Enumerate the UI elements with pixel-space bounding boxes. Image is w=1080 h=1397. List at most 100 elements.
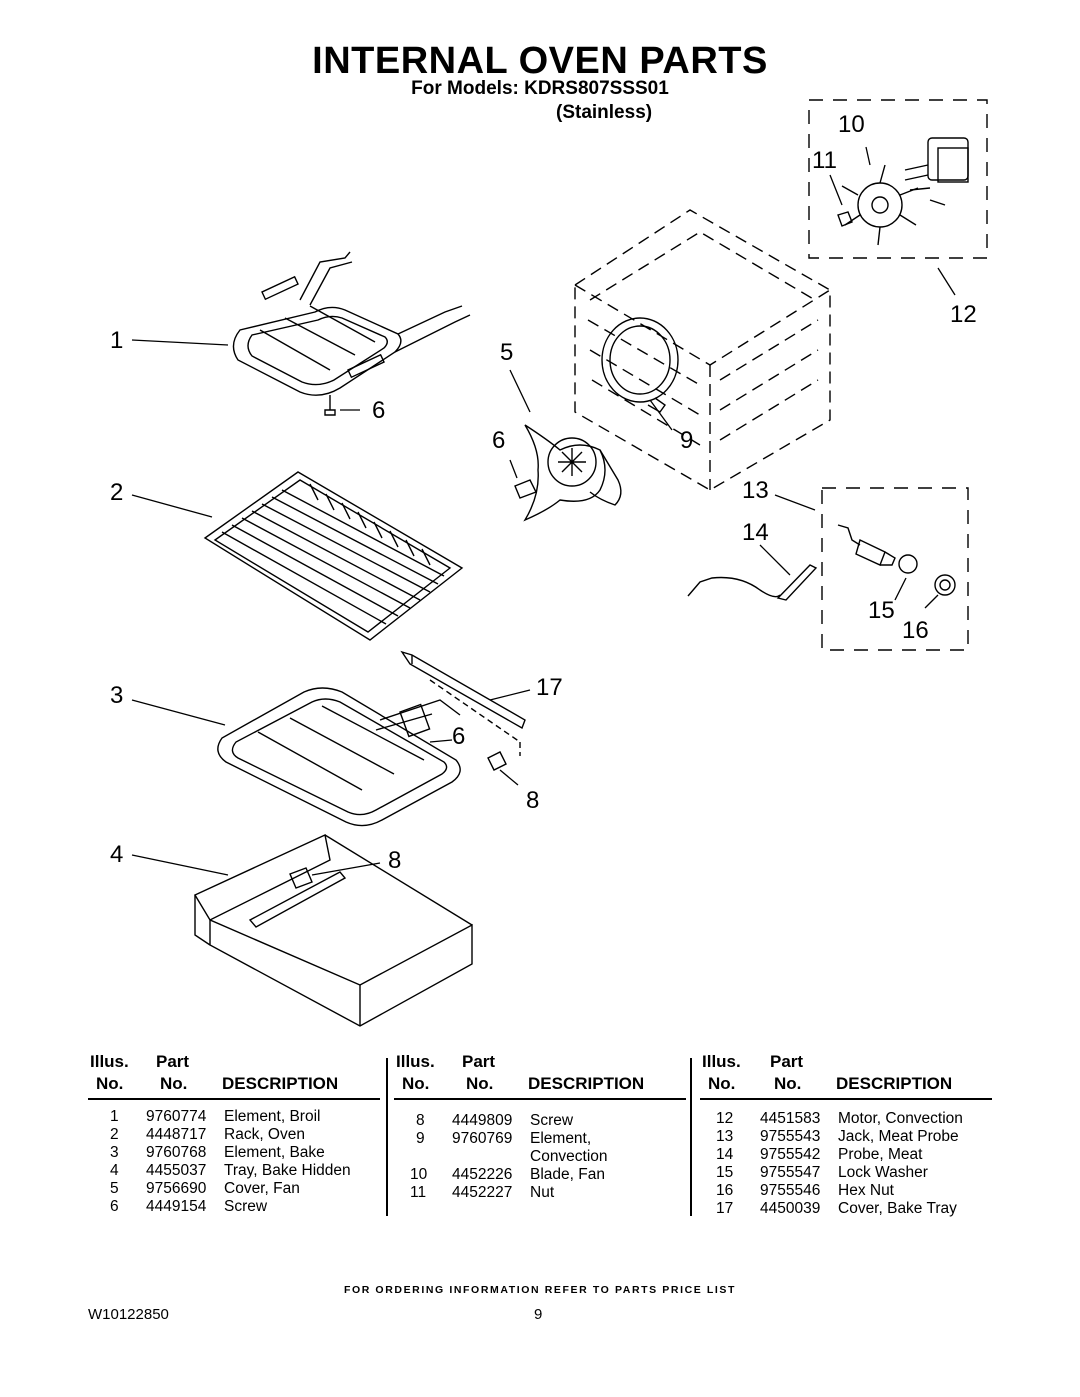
page-number: 9 [534, 1306, 543, 1323]
row-desc: Screw [224, 1198, 268, 1215]
fan-cover-drawing [523, 424, 622, 522]
header-rule [88, 1098, 380, 1100]
row-illus: 3 [110, 1144, 119, 1161]
header-no: No. [96, 1074, 124, 1093]
row-part: 9760769 [452, 1130, 513, 1147]
callout-15: 15 [868, 597, 895, 624]
oven-cavity-drawing [574, 209, 831, 491]
header-part: Part [770, 1052, 804, 1071]
header-description: DESCRIPTION [528, 1074, 645, 1093]
row-illus: 14 [716, 1146, 734, 1163]
row-part: 9756690 [146, 1180, 207, 1197]
row-desc: Tray, Bake Hidden [224, 1162, 351, 1179]
row-part: 9760768 [146, 1144, 207, 1161]
row-illus: 13 [716, 1128, 734, 1145]
header-description: DESCRIPTION [836, 1074, 953, 1093]
row-illus: 4 [110, 1162, 119, 1179]
header-part-no: No. [160, 1074, 188, 1093]
meat-probe-box [821, 487, 969, 651]
hidden-bake-tray-drawing [193, 833, 473, 1027]
row-desc: Element, [530, 1130, 592, 1147]
row-desc: Element, Broil [224, 1108, 321, 1125]
row-illus: 11 [410, 1184, 427, 1201]
row-illus: 17 [716, 1200, 734, 1217]
row-desc: Screw [530, 1112, 574, 1129]
callout-8b: 8 [388, 847, 401, 874]
row-illus: 12 [716, 1110, 734, 1127]
row-part: 9755542 [760, 1146, 821, 1163]
variant-label: (Stainless) [556, 102, 653, 123]
header-part-no: No. [774, 1074, 802, 1093]
header-part: Part [462, 1052, 496, 1071]
row-illus: 6 [110, 1198, 119, 1215]
header-part-no: No. [466, 1074, 494, 1093]
row-desc: Convection [530, 1148, 608, 1165]
models-line: For Models: KDRS807SSS01 [411, 78, 669, 99]
row-part: 9755543 [760, 1128, 821, 1145]
broil-element-drawing [232, 251, 471, 416]
row-part: 4455037 [146, 1162, 207, 1179]
callout-5: 5 [500, 339, 513, 366]
row-desc: Lock Washer [838, 1164, 928, 1181]
leader-lines [131, 146, 956, 876]
row-part: 4452227 [452, 1184, 513, 1201]
ordering-note: FOR ORDERING INFORMATION REFER TO PARTS … [343, 1284, 737, 1296]
bake-element-drawing [217, 687, 461, 827]
callout-8a: 8 [526, 787, 539, 814]
row-desc: Cover, Fan [224, 1180, 300, 1197]
header-part: Part [156, 1052, 190, 1071]
header-rule [394, 1098, 686, 1100]
row-desc: Cover, Bake Tray [838, 1200, 957, 1217]
row-desc: Nut [530, 1184, 555, 1201]
row-illus: 2 [110, 1126, 119, 1143]
column-divider [690, 1058, 692, 1216]
parts-diagram: 1 2 3 4 5 6 6 6 8 8 9 10 11 12 13 14 15 … [110, 99, 988, 1027]
row-desc: Motor, Convection [838, 1110, 963, 1127]
callout-14: 14 [742, 519, 769, 546]
row-desc: Element, Bake [224, 1144, 325, 1161]
row-illus: 9 [416, 1130, 425, 1147]
row-part: 4449809 [452, 1112, 513, 1129]
row-part: 9760774 [146, 1108, 207, 1125]
callout-17: 17 [536, 674, 563, 701]
convection-motor-box [808, 99, 988, 259]
row-desc: Jack, Meat Probe [838, 1128, 959, 1145]
row-desc: Blade, Fan [530, 1166, 605, 1183]
row-part: 9755547 [760, 1164, 821, 1181]
row-illus: 5 [110, 1180, 119, 1197]
header-no: No. [402, 1074, 430, 1093]
callout-6c: 6 [452, 723, 465, 750]
header-illus: Illus. [396, 1052, 435, 1071]
callout-1: 1 [110, 327, 123, 354]
callout-11: 11 [812, 147, 837, 174]
row-part: 4448717 [146, 1126, 207, 1143]
header-illus: Illus. [702, 1052, 741, 1071]
row-part: 4452226 [452, 1166, 513, 1183]
callout-2: 2 [110, 479, 123, 506]
row-illus: 10 [410, 1166, 428, 1183]
bake-tray-cover-drawing [400, 650, 526, 756]
row-part: 4451583 [760, 1110, 821, 1127]
meat-probe-drawing [687, 564, 818, 601]
convection-element-drawing [601, 317, 679, 413]
row-part: 9755546 [760, 1182, 821, 1199]
row-illus: 15 [716, 1164, 734, 1181]
callout-16: 16 [902, 617, 929, 644]
row-desc: Hex Nut [838, 1182, 894, 1199]
callout-6a: 6 [372, 397, 385, 424]
oven-rack-drawing [203, 471, 464, 641]
callout-9: 9 [680, 427, 693, 454]
callout-10: 10 [838, 111, 865, 138]
row-part: 4449154 [146, 1198, 207, 1215]
header-rule [700, 1098, 992, 1100]
row-desc: Probe, Meat [838, 1146, 923, 1163]
document-number: W10122850 [88, 1306, 169, 1323]
row-illus: 8 [416, 1112, 425, 1129]
callout-3: 3 [110, 682, 123, 709]
header-no: No. [708, 1074, 736, 1093]
column-divider [386, 1058, 388, 1216]
row-desc: Rack, Oven [224, 1126, 305, 1143]
callout-13: 13 [742, 477, 769, 504]
header-illus: Illus. [90, 1052, 129, 1071]
callout-4: 4 [110, 841, 123, 868]
